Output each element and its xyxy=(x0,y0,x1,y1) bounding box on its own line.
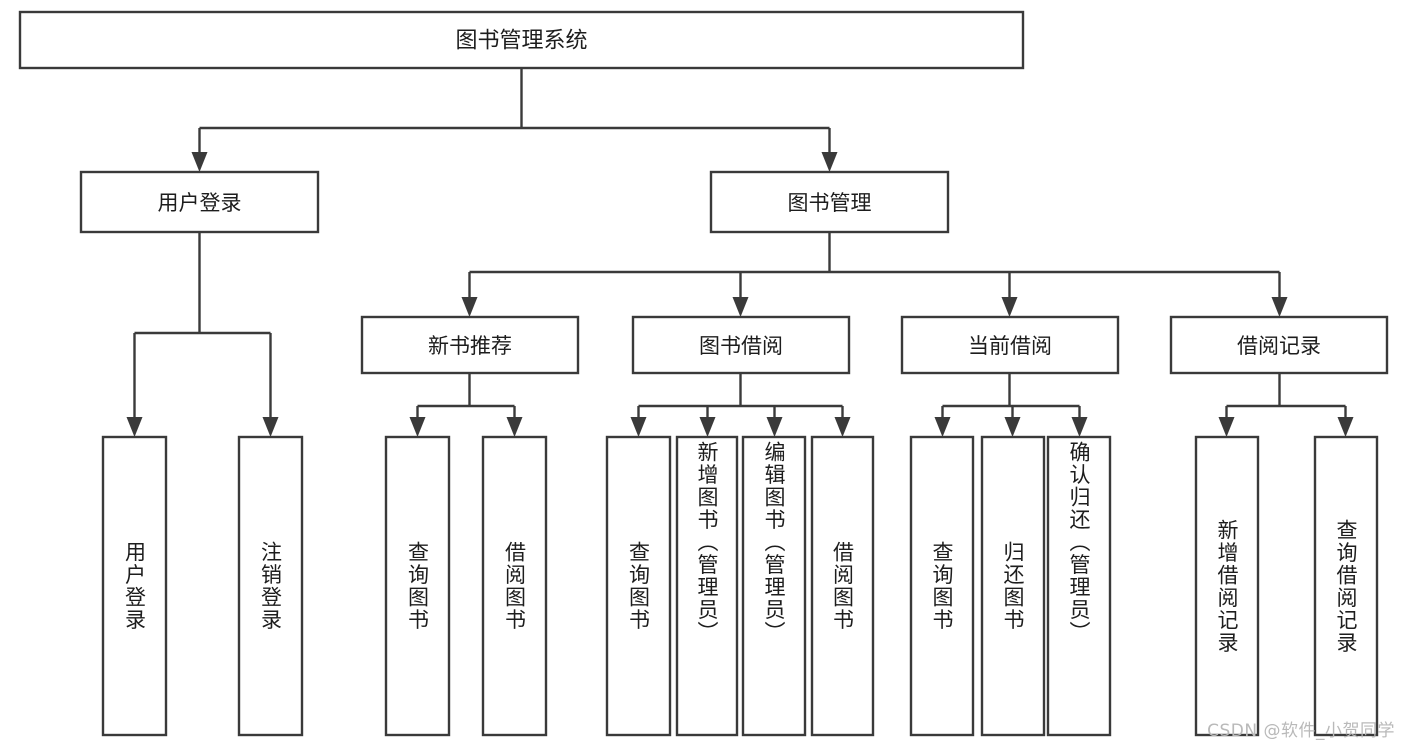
arrow-head-icon xyxy=(834,417,851,437)
leaf-box-edit-book-admin[interactable] xyxy=(741,435,807,737)
leaf-box-return-book[interactable] xyxy=(980,435,1046,737)
connector-group-newbook xyxy=(409,373,523,437)
arrow-head-icon xyxy=(1004,417,1021,437)
arrow-head-icon xyxy=(191,152,208,172)
node-box-book-management[interactable] xyxy=(709,170,950,234)
leaf-box-query-books-borrow[interactable] xyxy=(605,435,672,737)
leaf-box-query-books-rec[interactable] xyxy=(384,435,451,737)
arrow-head-icon xyxy=(1218,417,1235,437)
node-book-borrow[interactable]: 图书借阅 xyxy=(631,315,851,375)
leaf-box-query-books-current[interactable] xyxy=(909,435,975,737)
leaf-box-logout[interactable] xyxy=(237,435,304,737)
arrow-head-icon xyxy=(821,152,838,172)
arrow-head-icon xyxy=(262,417,279,437)
arrow-head-icon xyxy=(409,417,426,437)
arrow-head-icon xyxy=(461,297,478,317)
watermark-text: CSDN @软件_小贺同学 xyxy=(1207,721,1395,741)
arrow-head-icon xyxy=(1271,297,1288,317)
node-label-root: 图书管理系统 xyxy=(455,29,587,54)
node-new-book-recommend[interactable]: 新书推荐 xyxy=(360,315,580,375)
node-user-login[interactable]: 用户登录 xyxy=(79,170,320,234)
node-book-management[interactable]: 图书管理 xyxy=(709,170,950,234)
arrow-head-icon xyxy=(630,417,647,437)
node-borrow-records[interactable]: 借阅记录 xyxy=(1169,315,1389,375)
node-label-book-management: 图书管理 xyxy=(788,191,872,215)
connector-group-root xyxy=(191,68,838,172)
arrow-head-icon xyxy=(1071,417,1088,437)
arrow-head-icon xyxy=(699,417,716,437)
connector-group-current xyxy=(934,373,1088,437)
node-box-new-book-recommend[interactable] xyxy=(360,315,580,375)
arrow-head-icon xyxy=(766,417,783,437)
connector-group-borrow xyxy=(630,373,851,437)
node-label-borrow-records: 借阅记录 xyxy=(1237,334,1321,358)
node-box-book-borrow[interactable] xyxy=(631,315,851,375)
arrow-head-icon xyxy=(506,417,523,437)
node-label-user-login: 用户登录 xyxy=(158,191,242,215)
node-label-book-borrow: 图书借阅 xyxy=(699,334,783,358)
arrow-head-icon xyxy=(934,417,951,437)
connector-group-records xyxy=(1218,373,1354,437)
node-box-current-borrow[interactable] xyxy=(900,315,1120,375)
connector-group-userlogin xyxy=(126,232,279,437)
leaf-box-user-login[interactable] xyxy=(101,435,168,737)
leaf-box-borrow-books-rec[interactable] xyxy=(481,435,548,737)
leaf-box-borrow-book[interactable] xyxy=(810,435,875,737)
node-label-new-book-recommend: 新书推荐 xyxy=(428,334,512,358)
leaf-box-add-book-admin[interactable] xyxy=(675,435,739,737)
node-label-current-borrow: 当前借阅 xyxy=(968,334,1052,358)
arrow-head-icon xyxy=(732,297,749,317)
node-box-user-login[interactable] xyxy=(79,170,320,234)
leaf-nodes-group xyxy=(101,435,1379,737)
arrow-head-icon xyxy=(126,417,143,437)
leaf-box-add-borrow-record[interactable] xyxy=(1194,435,1260,737)
node-root[interactable]: 图书管理系统 xyxy=(18,10,1025,70)
arrow-head-icon xyxy=(1001,297,1018,317)
leaf-box-query-borrow-record[interactable] xyxy=(1313,435,1379,737)
connector-group-bookmgmt xyxy=(461,232,1288,317)
node-box-borrow-records[interactable] xyxy=(1169,315,1389,375)
node-current-borrow[interactable]: 当前借阅 xyxy=(900,315,1120,375)
leaf-box-confirm-return-admin[interactable] xyxy=(1046,435,1112,737)
node-box-root[interactable] xyxy=(18,10,1025,70)
arrow-head-icon xyxy=(1337,417,1354,437)
